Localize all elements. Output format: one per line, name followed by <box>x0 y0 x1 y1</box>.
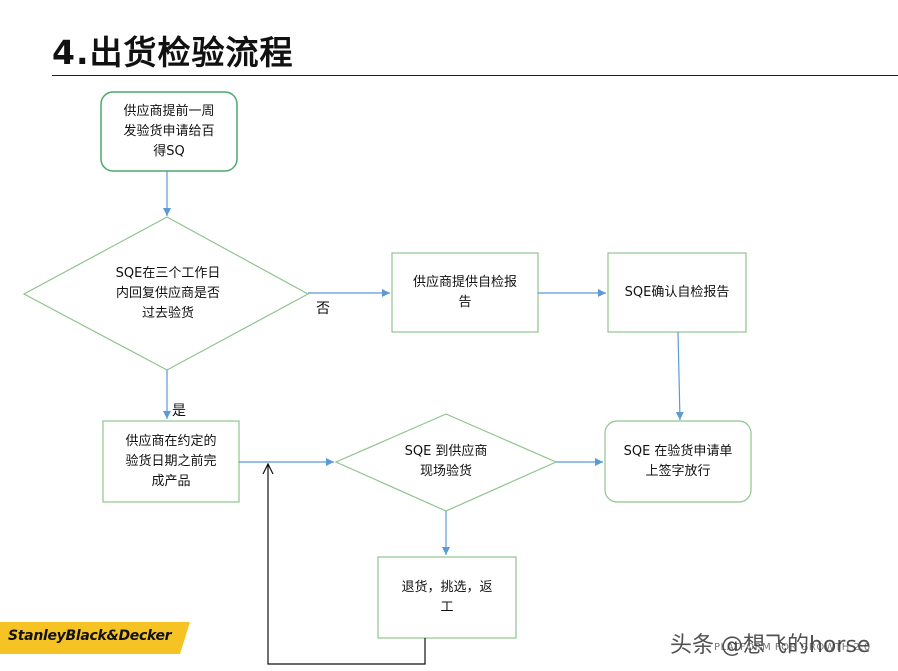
logo-background <box>0 622 190 654</box>
decision1-text: SQE在三个工作日 内回复供应商是否 过去验货 <box>115 266 221 321</box>
complete-product-text: 供应商在约定的 验货日期之前完 成产品 <box>125 433 217 489</box>
loop-arrowhead <box>262 462 274 475</box>
watermark: 头条 @想飞的horse <box>670 633 871 658</box>
arrow-reject-loop-back <box>267 464 426 665</box>
self-report-text: 供应商提供自检报 告 <box>412 274 517 310</box>
no-label: 否 <box>316 301 330 317</box>
confirm-report-text: SQE确认自检报告 <box>624 284 730 300</box>
sign-release-box <box>604 420 752 503</box>
page-title: 4.出货检验流程 <box>52 33 294 72</box>
arrow-confirm-to-sign <box>675 331 684 421</box>
confirm-report-box <box>607 252 747 333</box>
start-box <box>100 91 238 172</box>
title-divider <box>52 75 898 76</box>
company-logo: StanleyBlack&Decker <box>8 628 172 644</box>
decision2-text: SQE 到供应商 现场验货 <box>404 444 488 479</box>
complete-product-box <box>102 420 240 503</box>
start-text: 供应商提前一周 发验货申请给百 得SQ <box>123 103 215 159</box>
sign-release-text: SQE 在验货申请单 上签字放行 <box>623 443 733 479</box>
reject-text: 退货，挑选，返 工 <box>401 579 493 615</box>
reject-box <box>377 556 517 639</box>
self-report-box <box>391 252 539 333</box>
yes-label: 是 <box>172 403 186 419</box>
footer-tagline: PLATFORM FOR GROWTH 2.0 <box>714 642 871 653</box>
